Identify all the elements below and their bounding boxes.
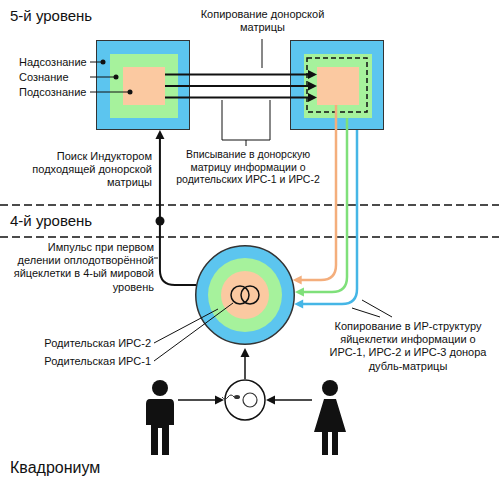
level-divider [0,236,499,238]
inner-square: Подсознание [123,67,165,105]
connector-arrow [165,82,317,91]
man-figure [146,380,174,455]
leader-line [262,39,263,68]
connector-arrow [293,105,336,285]
node-label: Надсознание [19,56,89,69]
bottom-arrows [178,348,312,405]
arrow-head [308,93,317,102]
arrow-head [308,82,317,91]
text-holder: Копирование в ИР-структуру яйцеклетки ин… [322,320,494,373]
leader-dot [101,60,106,65]
process-note: Поиск Индуктором подходящей донорской ма… [10,150,152,190]
bracket-line [222,100,270,140]
arrow-head [155,130,164,139]
connector-line [165,74,310,76]
arrow-head [294,300,303,309]
text-holder: Импульс при первом делении оплодотворённ… [4,241,154,294]
process-note: Импульс при первом делении оплодотворённ… [4,241,154,294]
middle-ring: Родительская ИРС-2Родительская ИРС-1 [208,258,282,332]
text-holder: 4-й уровень [10,212,170,230]
arrow-head [308,70,317,79]
process-note: Вписывание в донорскую матрицу информаци… [166,148,330,186]
level-title: Квадрониум [10,458,210,477]
inner-circle: Родительская ИРС-1 [221,271,269,319]
leader-dot [128,90,133,95]
circle-outline [221,271,269,319]
arrow-head [293,276,302,285]
connector-arrow [165,70,317,79]
dashed-frame [307,58,367,112]
level-title: 5-й уровень [10,7,170,25]
node-label: Сознание [19,71,89,84]
node-label: Родительская ИРС-2 [28,337,151,350]
text-holder: Поиск Индуктором подходящей донорской ма… [10,150,152,190]
outer-circle: Родительская ИРС-2Родительская ИРС-1 [195,245,295,345]
text-holder: Родительская ИРС-2 [28,337,151,350]
connector-line [300,105,336,280]
process-note: Копирование донорской матрицы [195,8,330,34]
leader-line [90,92,130,93]
connector-line [165,85,310,87]
middle-square [304,54,372,118]
text-holder: Подсознание [19,86,89,99]
text-holder: Надсознание [19,56,89,69]
leader-line [154,258,158,259]
level-title: 4-й уровень [10,212,170,230]
text-holder: Родительская ИРС-1 [28,355,151,368]
arrow-head [295,288,304,297]
leader-line [246,140,247,146]
junction-dot [156,217,165,226]
leader-line [90,77,116,78]
level-divider [0,204,499,206]
outer-square [290,40,384,130]
inner-square [317,67,359,105]
node-label: Родительская ИРС-1 [28,355,151,368]
outer-square: НадсознаниеСознаниеПодсознание [96,40,190,130]
leader-line [154,303,233,361]
fertilization-symbol [222,380,265,420]
connector-line [302,118,347,292]
node-label: Подсознание [19,86,89,99]
merged-rings-symbol [231,286,259,304]
text-holder: Копирование донорской матрицы [195,8,330,34]
leader-dot [114,75,119,80]
leader-line [154,309,218,343]
process-note: Копирование в ИР-структуру яйцеклетки ин… [322,320,494,373]
leader-line [362,300,392,317]
middle-square: СознаниеПодсознание [110,54,178,118]
text-holder: 5-й уровень [10,7,170,25]
text-holder: Сознание [19,71,89,84]
connector-arrow [295,118,347,297]
connector-arrow [165,93,317,102]
connector-line [165,96,310,98]
text-holder: Квадрониум [10,458,210,477]
woman-figure [314,380,346,455]
text-holder: Вписывание в донорскую матрицу информаци… [166,148,330,186]
leader-line [352,308,380,317]
leader-line [90,62,103,63]
